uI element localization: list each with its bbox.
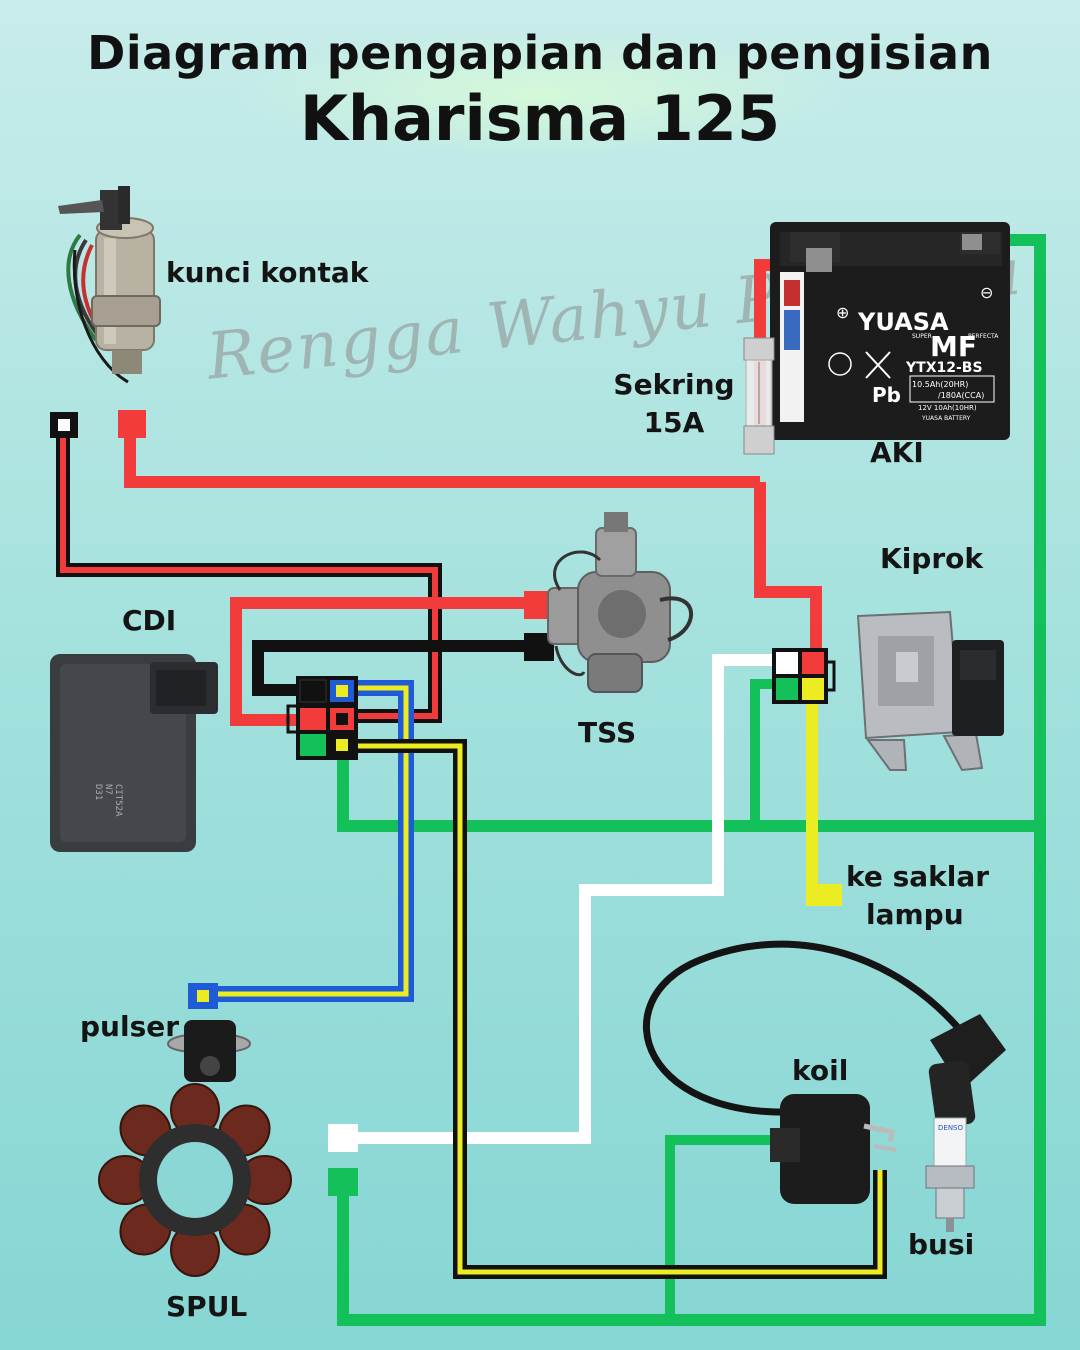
label-ignition-switch: kunci kontak (166, 256, 369, 289)
wire-red-main (124, 430, 760, 488)
battery-pb-mark: Pb (872, 383, 901, 407)
cdi-connector (286, 676, 358, 760)
kiprok-connector (772, 648, 836, 704)
connector-switch-red (118, 410, 146, 438)
wire-green-koil (665, 1135, 770, 1320)
battery-plus-symbol: ⊕ (836, 303, 849, 322)
label-fuse-line1: Sekring (613, 368, 735, 401)
label-battery: AKI (870, 436, 924, 469)
label-tss: TSS (578, 716, 637, 749)
battery-model: YTX12-BS (905, 360, 983, 376)
battery-spec-2: /180A(CCA) (938, 391, 984, 400)
connector-lamp-yellow (806, 884, 842, 906)
battery-icon: ⊕ ⊖ YUASA SUPER MF PERFECTA YTX12-BS 10.… (770, 222, 1010, 440)
label-spark-plug: busi (908, 1228, 975, 1261)
label-regulator: Kiprok (880, 542, 984, 575)
battery-footer: YUASA BATTERY (921, 415, 971, 422)
battery-spec-3: 12V 10Ah(10HR) (918, 404, 977, 412)
wire-yellow-lamp (806, 700, 840, 904)
label-lamp-switch-line1: ke saklar (846, 860, 990, 893)
wire-green-ground-bottom (337, 826, 1046, 1326)
wire-red-tss (230, 597, 530, 726)
wire-green-kiprok (750, 679, 782, 826)
label-pulser: pulser (80, 1010, 180, 1043)
regulator-kiprok-icon (856, 610, 1004, 772)
wire-black-tss (252, 640, 528, 696)
label-cdi: CDI (122, 604, 177, 637)
label-fuse-line2: 15A (643, 406, 705, 439)
wire-white-stator (355, 654, 782, 1144)
cdi-print-line-1: CIT52A (113, 784, 123, 817)
battery-spec-1: 10.5Ah(20HR) (912, 380, 968, 389)
ignition-switch-icon (58, 186, 161, 384)
spark-plug-icon: DENSO (925, 1014, 1006, 1232)
battery-minus-symbol: ⊖ (980, 283, 993, 302)
spark-plug-brand: DENSO (938, 1124, 963, 1132)
battery-super-label: SUPER (912, 333, 932, 340)
wire-red-kiprok (754, 482, 822, 652)
connector-stator-green (328, 1168, 358, 1196)
diagram-subtitle: Kharisma 125 (299, 82, 781, 155)
stator-spul-icon (98, 1083, 292, 1277)
diagram-title: Diagram pengapian dan pengisian (87, 26, 993, 80)
battery-perfecta-label: PERFECTA (968, 333, 999, 340)
battery-brand: YUASA (857, 308, 949, 336)
battery-type: MF (930, 330, 977, 363)
cdi-print-line-2: N7 (103, 784, 113, 795)
cdi-print-line-3: D31 (93, 784, 103, 800)
cdi-unit-icon: CIT52A N7 D31 (50, 654, 218, 852)
title-highlight (230, 30, 850, 158)
label-lamp-switch-line2: lampu (866, 898, 964, 931)
tss-carburetor-icon (547, 512, 694, 693)
pulser-sensor-icon (166, 1020, 252, 1082)
fuse-icon (743, 337, 775, 455)
connector-stator-white (328, 1124, 358, 1152)
ignition-coil-icon (643, 940, 963, 1204)
label-stator: SPUL (166, 1290, 248, 1323)
label-coil: koil (792, 1054, 849, 1087)
